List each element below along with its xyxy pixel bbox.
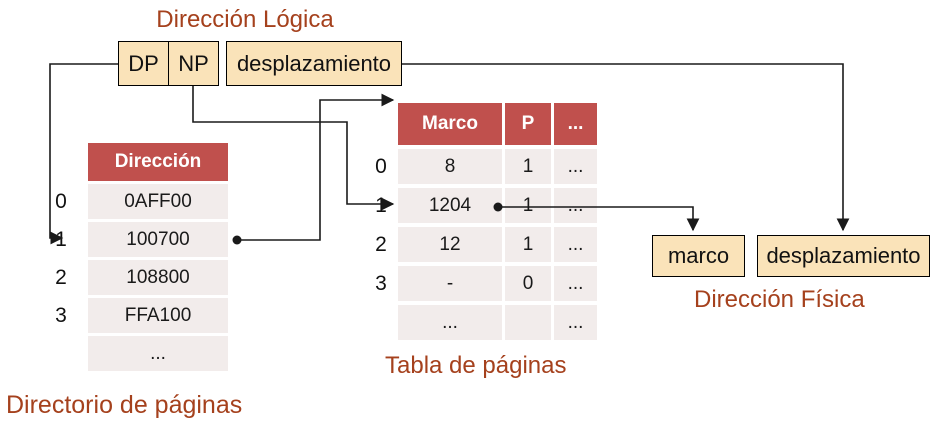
dp-field: DP [119, 42, 169, 85]
row-index: 1 [375, 194, 387, 217]
table-cell: 108800 [88, 260, 228, 295]
table-cell: - [398, 266, 502, 301]
physical-offset-field: desplazamiento [757, 235, 930, 277]
logical-address-title: Dirección Lógica [156, 6, 334, 33]
table-cell: 100700 [88, 222, 228, 257]
table-cell: ... [554, 149, 597, 184]
physical-address-caption: Dirección Física [694, 286, 865, 313]
page-table-header-marco: Marco [398, 103, 502, 145]
table-cell: 1 [505, 188, 551, 223]
table-cell: 1 [505, 227, 551, 262]
connection-dot-directory-entry [232, 235, 242, 245]
page-directory-caption: Directorio de páginas [6, 391, 243, 419]
table-cell [505, 305, 551, 340]
logical-offset-field: desplazamiento [226, 41, 402, 86]
row-index: 2 [375, 233, 387, 256]
row-index: 2 [55, 266, 67, 289]
page-directory-header: Dirección [88, 143, 228, 181]
table-cell: ... [554, 266, 597, 301]
table-cell: ... [398, 305, 502, 340]
table-cell: 12 [398, 227, 502, 262]
table-cell: 0AFF00 [88, 184, 228, 219]
page-table: Marco P ... 8 1 ... 1204 1 ... 12 1 ... … [398, 103, 597, 340]
table-cell: 1204 [398, 188, 502, 223]
np-field: NP [178, 50, 209, 76]
physical-frame-field: marco [652, 235, 745, 277]
table-cell: 1 [505, 149, 551, 184]
table-cell: ... [554, 305, 597, 340]
page-table-header-more: ... [554, 103, 597, 145]
row-index: 3 [375, 272, 387, 295]
table-cell: ... [554, 227, 597, 262]
page-table-header-p: P [505, 103, 551, 145]
page-directory-table: Dirección 0AFF00 100700 108800 FFA100 ..… [88, 143, 228, 371]
row-index: 0 [375, 155, 387, 178]
row-index: 1 [55, 228, 67, 251]
row-index: 3 [55, 304, 67, 327]
table-cell: ... [88, 336, 228, 371]
table-cell: FFA100 [88, 298, 228, 333]
table-cell: 0 [505, 266, 551, 301]
table-cell: 8 [398, 149, 502, 184]
table-cell: ... [554, 188, 597, 223]
row-index: 0 [55, 190, 67, 213]
logical-address-dp-np-box: DP NP [118, 41, 219, 86]
page-table-caption: Tabla de páginas [385, 352, 567, 379]
